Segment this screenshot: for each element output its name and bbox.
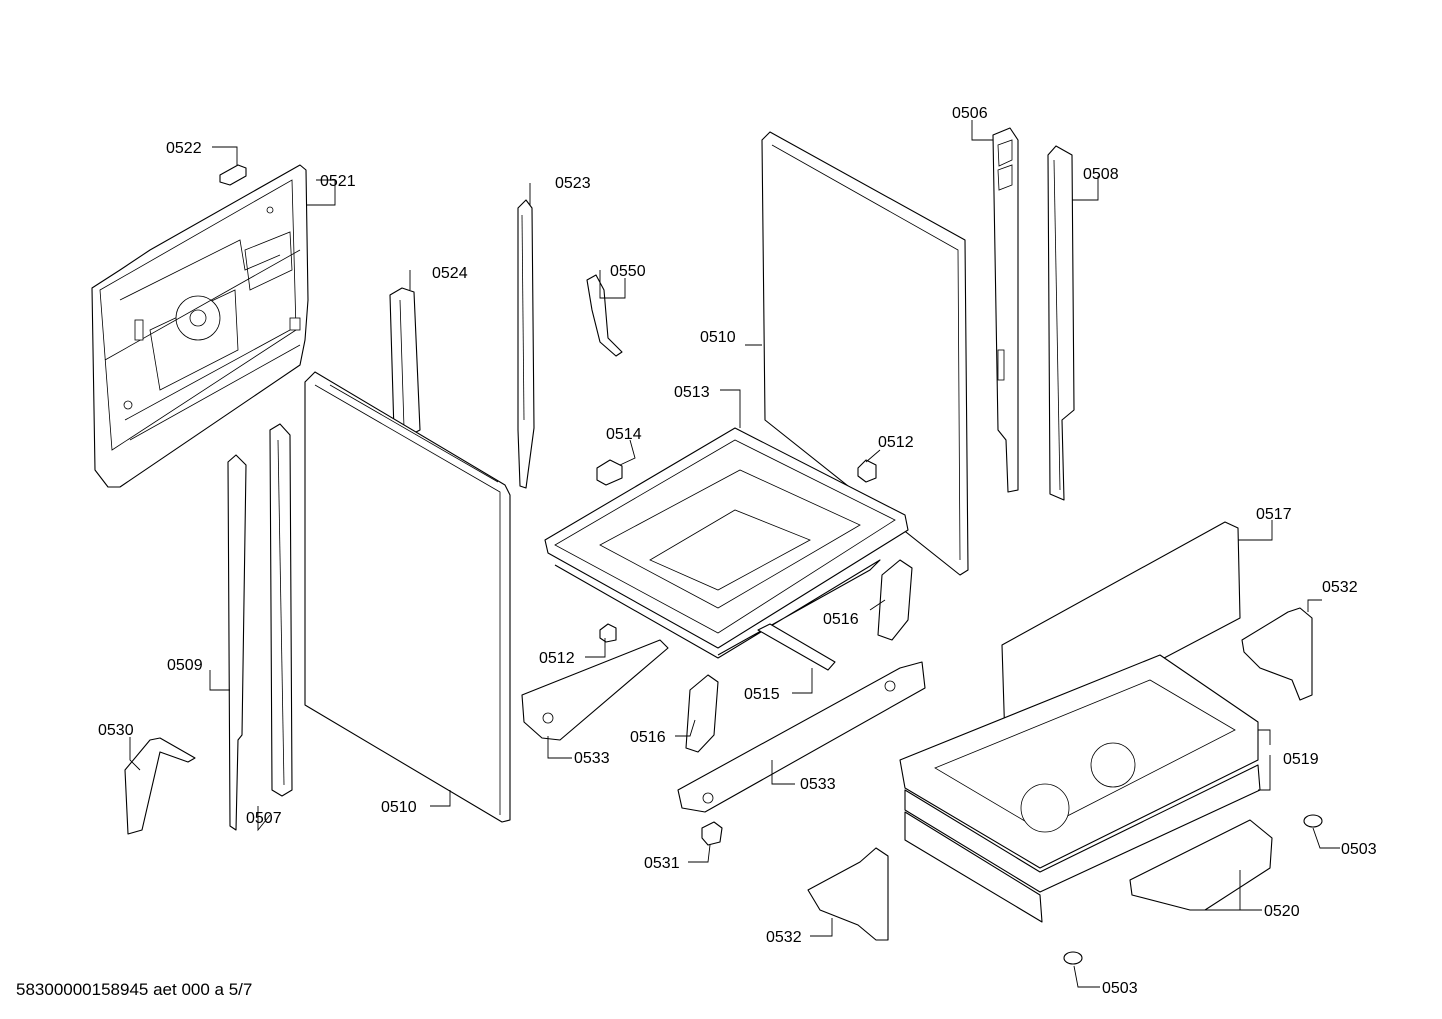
part-0532-bracket-right <box>1241 607 1313 701</box>
callout-0523: 0523 <box>555 175 591 192</box>
part-0521-back-panel <box>91 164 309 488</box>
part-0522-clip <box>219 164 247 186</box>
part-0516-bracket-left <box>685 674 719 753</box>
callout-0506: 0506 <box>952 105 988 122</box>
callout-0516-right: 0516 <box>823 611 859 628</box>
part-0512-clip-left <box>599 623 617 643</box>
callout-0532-right: 0532 <box>1322 579 1358 596</box>
part-0507-strip <box>269 423 293 797</box>
callout-0512-left: 0512 <box>539 650 575 667</box>
part-0512-clip-right <box>857 459 877 483</box>
part-0510-side-panel-left <box>304 371 511 823</box>
part-0519-drawer-frame <box>899 654 1261 923</box>
callout-0520: 0520 <box>1264 903 1300 920</box>
callout-0512-right: 0512 <box>878 434 914 451</box>
part-0508-rail <box>1047 145 1075 501</box>
callout-0510-top: 0510 <box>700 329 736 346</box>
part-0514-clip <box>596 459 623 486</box>
part-0516-bracket-right <box>877 559 913 641</box>
part-0506-rail <box>992 127 1019 493</box>
callout-0510-bottom: 0510 <box>381 799 417 816</box>
callout-0530: 0530 <box>98 722 134 739</box>
leader-lines <box>129 120 1340 988</box>
part-0523-rail <box>517 199 535 489</box>
callout-0515: 0515 <box>744 686 780 703</box>
callout-0503-bottom: 0503 <box>1102 980 1138 997</box>
callout-0519: 0519 <box>1283 751 1319 768</box>
callout-0516-left: 0516 <box>630 729 666 746</box>
callout-0509: 0509 <box>167 657 203 674</box>
callout-0517: 0517 <box>1256 506 1292 523</box>
part-0515-bar <box>757 623 836 671</box>
part-0524-rail <box>389 287 421 437</box>
part-0550-bracket <box>586 274 623 357</box>
callout-0532-bottom: 0532 <box>766 929 802 946</box>
callout-0521: 0521 <box>320 173 356 190</box>
part-0509-strip <box>227 454 247 831</box>
callout-0524: 0524 <box>432 265 468 282</box>
callout-0522: 0522 <box>166 140 202 157</box>
callout-0503-right: 0503 <box>1341 841 1377 858</box>
part-0533-rail-right <box>677 661 926 813</box>
callout-labels: 0522 0521 0523 0524 0550 0510 0513 0514 … <box>98 105 1377 997</box>
callout-0508: 0508 <box>1083 166 1119 183</box>
callout-0550: 0550 <box>610 263 646 280</box>
document-code: 58300000158945 aet 000 a 5/7 <box>16 980 253 999</box>
callout-0531: 0531 <box>644 855 680 872</box>
part-0520-rail <box>1129 819 1273 911</box>
part-0513-tray <box>544 427 909 659</box>
part-0531-foot <box>701 821 723 846</box>
callout-0533-right: 0533 <box>800 776 836 793</box>
part-0503-button-right <box>1303 814 1323 828</box>
part-0503-button-bottom <box>1063 951 1083 965</box>
part-0532-bracket-bottom <box>807 847 889 941</box>
callout-0513: 0513 <box>674 384 710 401</box>
part-0530-bracket <box>124 737 196 835</box>
callout-0514: 0514 <box>606 426 642 443</box>
part-0510-side-panel-right <box>761 131 969 576</box>
part-0533-rail-left <box>521 639 669 741</box>
callout-0533-left: 0533 <box>574 750 610 767</box>
callout-0507: 0507 <box>246 810 282 827</box>
